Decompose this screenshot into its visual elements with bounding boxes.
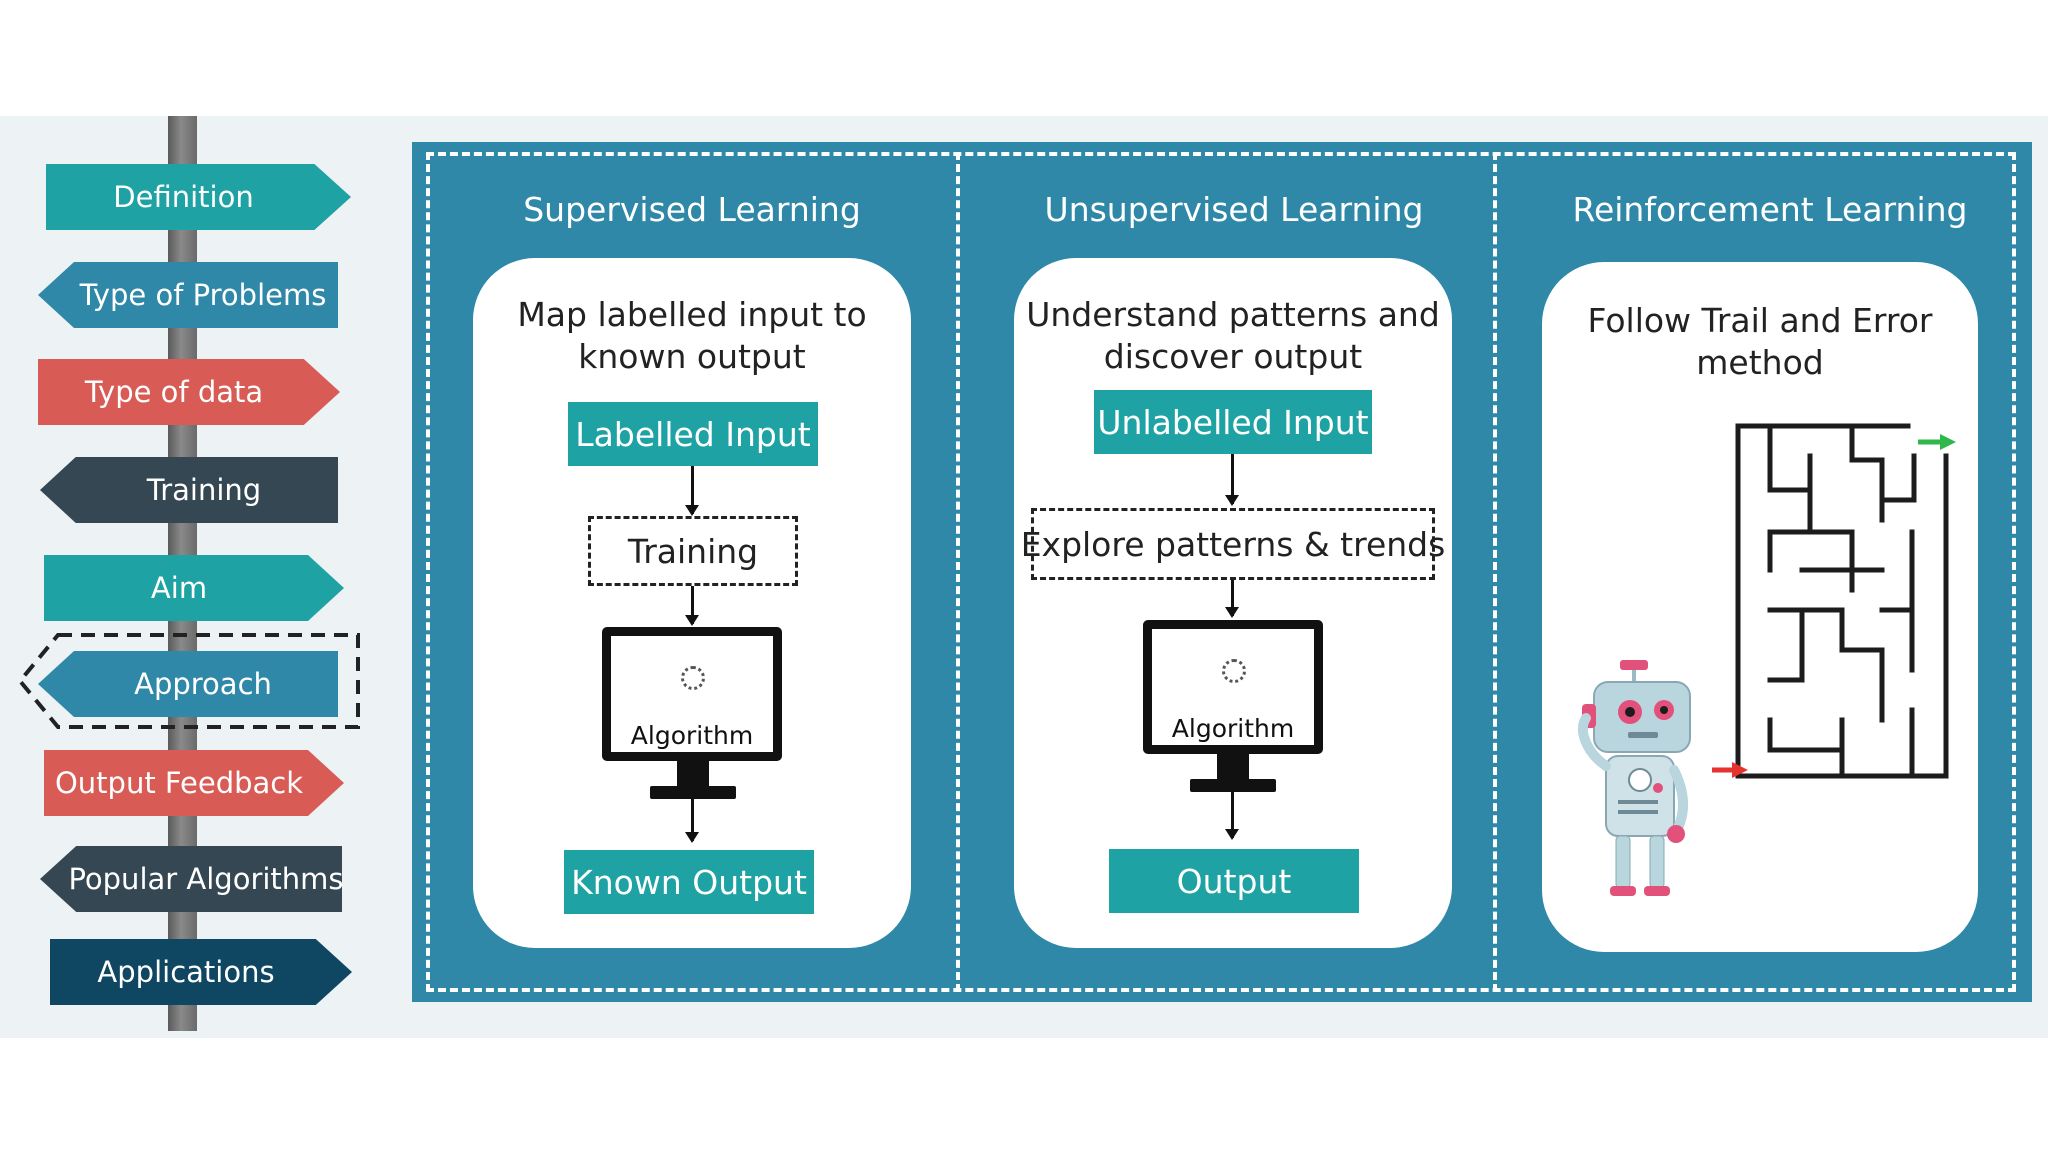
reinforcement-title: Reinforcement Learning <box>1572 190 1968 229</box>
supervised-card: Map labelled input to known output Label… <box>473 258 911 948</box>
nav-sign-applications[interactable]: Applications <box>50 939 352 1005</box>
loading-spinner-icon <box>1222 659 1246 683</box>
supervised-title: Supervised Learning <box>523 190 861 229</box>
arrow-icon <box>685 466 699 516</box>
known-output-box: Known Output <box>564 850 814 914</box>
arrow-icon <box>685 586 699 626</box>
unsupervised-title: Unsupervised Learning <box>1044 190 1424 229</box>
nav-sign-type-of-data[interactable]: Type of data <box>38 359 340 425</box>
maze-icon <box>1735 423 1956 779</box>
arrow-icon <box>1225 454 1239 506</box>
robot-icon <box>1577 660 1691 896</box>
monitor-stand <box>677 761 709 787</box>
nav-sign-label: Training <box>146 473 262 507</box>
nav-sign-definition[interactable]: Definition <box>46 164 351 230</box>
nav-sign-label: Popular Algorithms <box>68 862 344 896</box>
unlabelled-input-box: Unlabelled Input <box>1094 390 1372 454</box>
column-divider <box>1493 152 1497 992</box>
monitor-base <box>650 786 736 799</box>
nav-sign-aim[interactable]: Aim <box>44 555 344 621</box>
arrow-icon <box>1225 792 1239 840</box>
monitor-base <box>1190 779 1276 792</box>
reinforcement-card: Follow Trail and Error method <box>1542 262 1978 952</box>
dashed-frame <box>426 152 2016 992</box>
supervised-description: Map labelled input to known output <box>517 295 867 376</box>
maze-entry-arrow <box>1712 762 1748 778</box>
arrow-icon <box>685 799 699 843</box>
learning-types-panel: Supervised Learning Map labelled input t… <box>412 142 2032 1002</box>
nav-sign-approach[interactable]: Approach <box>38 651 338 717</box>
labelled-input-box: Labelled Input <box>568 402 818 466</box>
nav-sign-output-feedback[interactable]: Output Feedback <box>44 750 344 816</box>
arrow-icon <box>1225 580 1239 618</box>
algorithm-label: Algorithm <box>630 721 754 750</box>
nav-sign-popular-algorithms[interactable]: Popular Algorithms <box>40 846 342 912</box>
maze-exit-arrow <box>1918 434 1956 450</box>
output-box: Output <box>1109 849 1359 913</box>
unsupervised-description: Understand patterns and discover output <box>1026 295 1440 376</box>
nav-sign-label: Applications <box>97 955 275 989</box>
nav-sign-label: Type of Problems <box>79 278 327 312</box>
nav-sign-type-of-problems[interactable]: Type of Problems <box>38 262 338 328</box>
unsupervised-card: Understand patterns and discover output … <box>1014 258 1452 948</box>
monitor-icon: Algorithm <box>602 627 782 761</box>
nav-sign-label: Approach <box>134 667 272 701</box>
nav-sign-label: Type of data <box>84 375 264 409</box>
monitor-stand <box>1217 754 1249 780</box>
column-divider <box>956 152 960 992</box>
selected-sign-highlight <box>18 633 360 729</box>
nav-sign-training[interactable]: Training <box>40 457 338 523</box>
algorithm-label: Algorithm <box>1171 714 1295 743</box>
training-box: Training <box>588 516 798 586</box>
explore-patterns-box: Explore patterns & trends <box>1021 508 1445 580</box>
reinforcement-description: Follow Trail and Error method <box>1587 301 1933 382</box>
loading-spinner-icon <box>681 666 705 690</box>
monitor-icon: Algorithm <box>1143 620 1323 754</box>
nav-sign-label: Output Feedback <box>54 766 304 800</box>
nav-sign-label: Definition <box>113 180 254 214</box>
nav-sign-label: Aim <box>150 571 208 605</box>
